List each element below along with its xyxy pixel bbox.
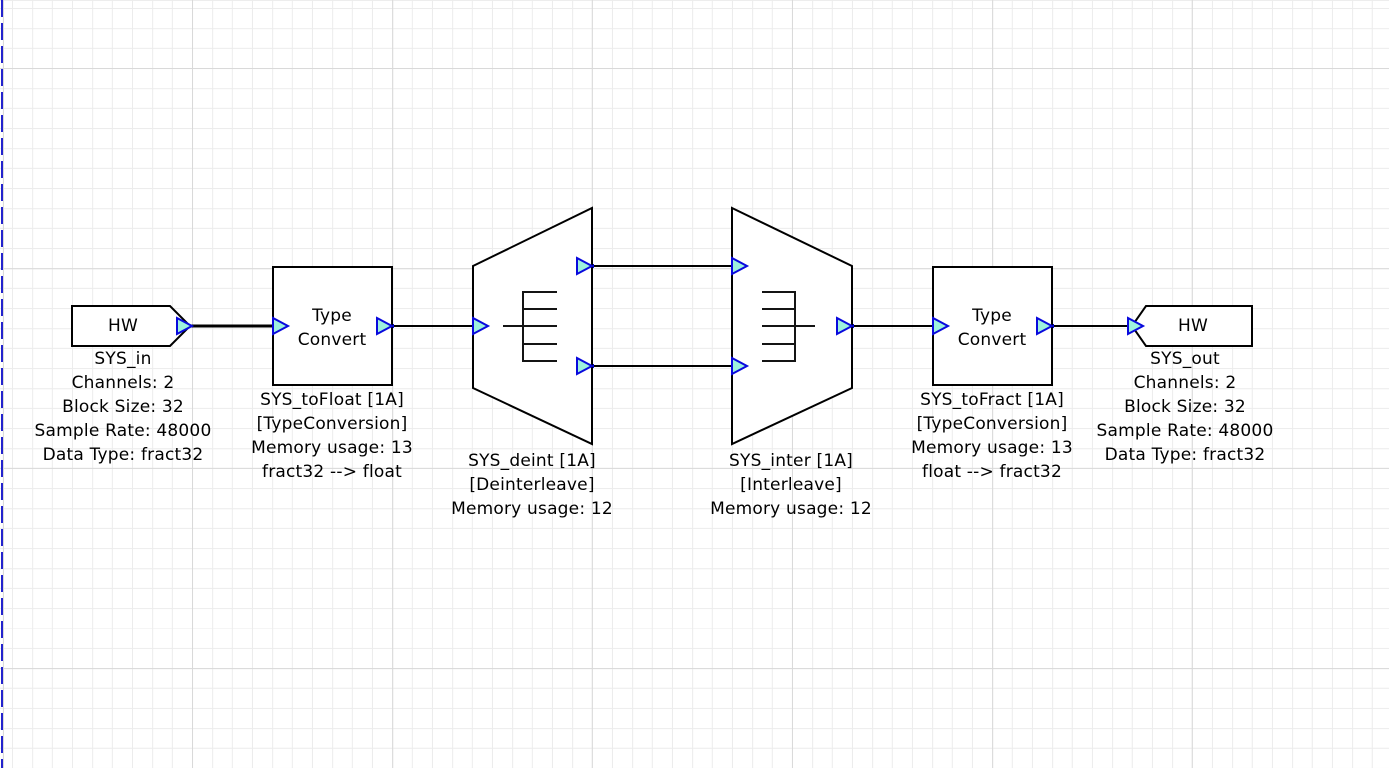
inter-labels: SYS_inter [1A] [Interleave] Memory usage…: [710, 449, 872, 521]
hw-input-shape: [71, 305, 192, 347]
block-sys-inter[interactable]: [731, 206, 855, 446]
deinterleave-icon: [503, 291, 557, 362]
tofract-title-line1: Type: [972, 306, 1012, 326]
wire-inter-to-tofract[interactable]: [850, 324, 933, 328]
sys-out-blocksize: Block Size: 32: [1124, 397, 1246, 417]
tofloat-memory: Memory usage: 13: [251, 438, 413, 458]
sys-out-channels: Channels: 2: [1133, 373, 1237, 393]
tofloat-block-title: Type Convert: [298, 304, 367, 352]
deint-output-port-1[interactable]: [576, 256, 595, 276]
sys-in-name: SYS_in: [94, 349, 152, 369]
deint-labels: SYS_deint [1A] [Deinterleave] Memory usa…: [451, 449, 613, 521]
tofloat-title-line2: Convert: [297, 330, 367, 350]
sys-out-labels: SYS_out Channels: 2 Block Size: 32 Sampl…: [1097, 347, 1274, 467]
wire-tofloat-to-deint[interactable]: [390, 324, 473, 328]
tofract-type: [TypeConversion]: [916, 414, 1068, 434]
sys-out-samplerate: Sample Rate: 48000: [1096, 421, 1274, 441]
sys-in-output-port[interactable]: [176, 316, 195, 336]
inter-input-port-1[interactable]: [731, 256, 750, 276]
interleave-icon: [762, 291, 815, 362]
block-sys-tofract[interactable]: [932, 266, 1055, 386]
sys-out-name: SYS_out: [1150, 349, 1220, 369]
tofract-memory: Memory usage: 13: [911, 438, 1073, 458]
sys-out-datatype: Data Type: fract32: [1104, 445, 1266, 465]
wire-deint-to-inter-ch2[interactable]: [590, 364, 732, 368]
deint-input-port[interactable]: [472, 316, 491, 336]
inter-input-port-2[interactable]: [731, 356, 750, 376]
sys-out-input-port[interactable]: [1127, 316, 1146, 336]
wire-tofract-to-sysout[interactable]: [1050, 324, 1132, 328]
tofract-name: SYS_toFract [1A]: [920, 390, 1064, 410]
deint-type: [Deinterleave]: [469, 475, 595, 495]
sys-in-labels: SYS_in Channels: 2 Block Size: 32 Sample…: [35, 347, 212, 467]
block-sys-in[interactable]: [71, 305, 195, 347]
tofloat-type: [TypeConversion]: [256, 414, 408, 434]
tofloat-name: SYS_toFloat [1A]: [260, 390, 404, 410]
tofract-conversion: float --> fract32: [922, 462, 1062, 482]
sys-in-samplerate: Sample Rate: 48000: [34, 421, 212, 441]
inter-type: [Interleave]: [740, 475, 842, 495]
tofloat-title-line1: Type: [312, 306, 352, 326]
inter-output-port[interactable]: [836, 316, 855, 336]
block-sys-out[interactable]: [1127, 305, 1253, 347]
sys-in-datatype: Data Type: fract32: [42, 445, 204, 465]
deint-memory: Memory usage: 12: [451, 499, 613, 519]
page-boundary-guide: [1, 0, 3, 768]
deint-name: SYS_deint [1A]: [468, 451, 596, 471]
inter-memory: Memory usage: 12: [710, 499, 872, 519]
tofract-labels: SYS_toFract [1A] [TypeConversion] Memory…: [911, 388, 1073, 484]
type-convert-box: [272, 266, 393, 386]
tofract-output-port[interactable]: [1036, 316, 1055, 336]
block-sys-deint[interactable]: [472, 206, 595, 446]
tofract-title-line2: Convert: [957, 330, 1027, 350]
wire-deint-to-inter-ch1[interactable]: [590, 264, 732, 268]
tofract-input-port[interactable]: [932, 316, 951, 336]
sys-out-block-title: HW: [1178, 316, 1208, 336]
tofloat-labels: SYS_toFloat [1A] [TypeConversion] Memory…: [251, 388, 413, 484]
tofloat-input-port[interactable]: [272, 316, 291, 336]
deint-output-port-2[interactable]: [576, 356, 595, 376]
inter-name: SYS_inter [1A]: [729, 451, 853, 471]
tofloat-output-port[interactable]: [376, 316, 395, 336]
tofract-block-title: Type Convert: [958, 304, 1027, 352]
sys-in-blocksize: Block Size: 32: [62, 397, 184, 417]
sys-in-block-title: HW: [108, 316, 138, 336]
tofloat-conversion: fract32 --> float: [262, 462, 402, 482]
type-convert-box: [932, 266, 1053, 386]
block-sys-tofloat[interactable]: [272, 266, 395, 386]
sys-in-channels: Channels: 2: [71, 373, 175, 393]
